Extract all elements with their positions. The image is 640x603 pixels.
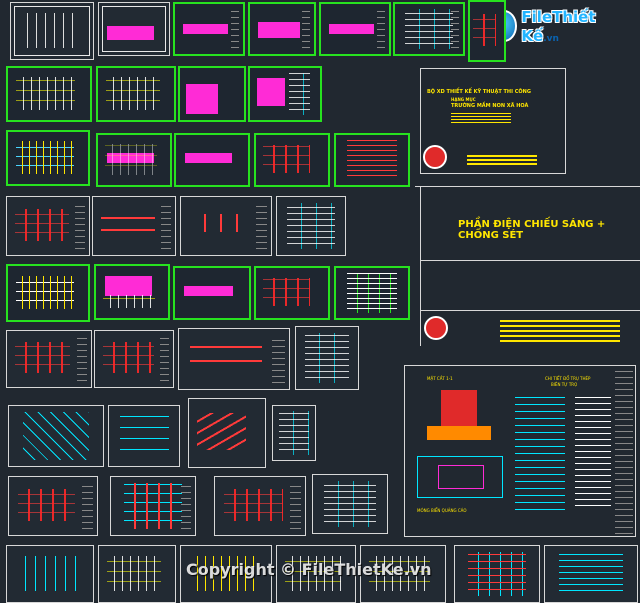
drawing-sheet[interactable] — [178, 328, 290, 390]
title-heading: BỘ XD THIẾT KẾ KỸ THUẬT THI CÔNG — [427, 89, 531, 95]
logo-tld: .vn — [543, 34, 559, 44]
drawing-sheet[interactable] — [248, 66, 322, 122]
title-sub: HẠNG MỤC — [451, 97, 476, 102]
drawing-sheet[interactable] — [544, 545, 638, 603]
drawing-sheet[interactable] — [10, 2, 94, 60]
drawing-sheet[interactable] — [98, 545, 176, 603]
drawing-sheet[interactable] — [468, 0, 506, 62]
drawing-sheet[interactable] — [272, 405, 316, 461]
drawing-sheet[interactable] — [334, 133, 410, 187]
drawing-sheet[interactable] — [334, 266, 410, 320]
drawing-sheet[interactable] — [6, 545, 94, 603]
drawing-sheet[interactable] — [393, 2, 465, 56]
detail-sheet[interactable]: MẶT CẮT 1-1 CHI TIẾT ĐỔ TRỤ THÉP BIÊN TỰ… — [404, 365, 636, 537]
company-seal-icon — [423, 145, 447, 169]
title-block-top[interactable]: BỘ XD THIẾT KẾ KỸ THUẬT THI CÔNG TRƯỜNG … — [420, 68, 566, 174]
detail-label-right-2: BIÊN TỰ TRỌ — [551, 382, 578, 387]
drawing-sheet[interactable] — [173, 266, 251, 320]
drawing-sheet[interactable] — [6, 196, 90, 256]
drawing-sheet[interactable] — [180, 545, 272, 603]
company-seal-icon — [424, 316, 448, 340]
drawing-sheet[interactable] — [96, 133, 172, 187]
drawing-sheet[interactable] — [188, 398, 266, 468]
drawing-sheet[interactable] — [214, 476, 306, 536]
drawing-sheet[interactable] — [8, 405, 104, 467]
drawing-sheet[interactable] — [92, 196, 176, 256]
copyright-watermark: Copyright © FileThietKe.vn — [186, 560, 432, 579]
section-title: PHẦN ĐIỆN CHIẾU SÁNG + CHỐNG SÉT — [458, 219, 606, 241]
title-line1: TRƯỜNG MẦM NON XÃ HOÀ — [451, 103, 529, 109]
detail-label-bottom: MÓNG BIỂN QUẢNG CÁO — [417, 508, 467, 513]
drawing-sheet[interactable] — [98, 2, 170, 56]
drawing-sheet[interactable] — [254, 133, 330, 187]
drawing-sheet[interactable] — [254, 266, 330, 320]
drawing-sheet[interactable] — [276, 196, 346, 256]
drawing-sheet[interactable] — [276, 545, 356, 603]
drawing-sheet[interactable] — [454, 545, 540, 603]
drawing-sheet[interactable] — [110, 476, 196, 536]
drawing-sheet[interactable] — [6, 264, 90, 322]
detail-label-left: MẶT CẮT 1-1 — [427, 376, 453, 381]
drawing-sheet[interactable] — [108, 405, 180, 467]
drawing-sheet[interactable] — [178, 66, 246, 122]
drawing-sheet[interactable] — [319, 2, 391, 56]
footing-section — [441, 390, 477, 426]
drawing-sheet[interactable] — [312, 474, 388, 534]
drawing-sheet[interactable] — [295, 326, 359, 390]
logo-brand-accent: Thiết Kế — [521, 8, 596, 45]
drawing-sheet[interactable] — [180, 196, 272, 256]
drawing-sheet[interactable] — [8, 476, 98, 536]
site-logo[interactable]: FileThiết Kế.vn — [491, 8, 615, 45]
drawing-sheet[interactable] — [174, 133, 250, 187]
drawing-sheet[interactable] — [94, 264, 170, 320]
drawing-sheet[interactable] — [6, 330, 92, 388]
drawing-sheet[interactable] — [248, 2, 316, 56]
detail-label-right: CHI TIẾT ĐỔ TRỤ THÉP — [545, 376, 591, 381]
drawing-sheet[interactable] — [173, 2, 245, 56]
drawing-sheet[interactable] — [6, 130, 90, 186]
logo-brand: File — [521, 8, 553, 26]
drawing-sheet[interactable] — [6, 66, 92, 122]
drawing-sheet[interactable] — [96, 66, 176, 122]
drawing-sheet[interactable] — [94, 330, 174, 388]
